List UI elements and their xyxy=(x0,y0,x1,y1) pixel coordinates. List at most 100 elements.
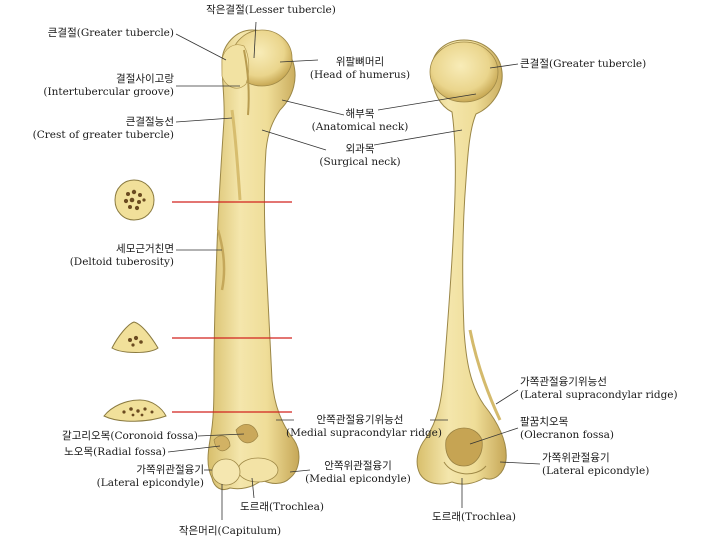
leader-head xyxy=(279,59,319,63)
label-medial-ridge-ko: 안쪽관절융기위능선 xyxy=(316,414,404,426)
leader-surgical-neck xyxy=(261,129,327,151)
posterior-head-of-humerus xyxy=(429,41,499,103)
label-anatomical-neck: 해부목 (Anatomical neck) xyxy=(300,108,420,134)
label-coronoid-fossa: 갈고리오목(Coronoid fossa) xyxy=(10,430,198,443)
label-lateral-epicondyle-right: 가쪽위관절융기 (Lateral epicondyle) xyxy=(542,452,710,478)
leader-anatomical-neck xyxy=(281,99,345,116)
label-surgical-neck: 외과목 (Surgical neck) xyxy=(300,143,420,169)
leader-crest xyxy=(175,117,233,123)
intertubercular-groove-shape xyxy=(243,49,250,116)
coronoid-fossa-shape xyxy=(235,423,259,444)
leader-trochlea-left xyxy=(251,477,255,499)
label-lateral-epicondyle-right-en: (Lateral epicondyle) xyxy=(542,465,650,477)
cross-section-1-shape xyxy=(114,179,155,221)
label-lesser-tubercle-text: 작은결절(Lesser tubercle) xyxy=(196,4,346,17)
label-coronoid-ko: 갈고리오목 xyxy=(62,430,111,442)
label-medial-epicondyle: 안쪽위관절융기 (Medial epicondyle) xyxy=(298,460,418,486)
leader-lines xyxy=(167,21,541,520)
radial-fossa-shape xyxy=(213,435,231,452)
lateral-ridge-shading xyxy=(468,329,502,421)
label-medial-ridge-en: (Medial supracondylar ridge) xyxy=(286,427,442,439)
cross-section-3 xyxy=(103,399,167,422)
crest-shading xyxy=(230,109,242,201)
label-radial-ko: 노오목 xyxy=(64,446,94,458)
label-greater-tubercle-right: 큰결절(Greater tubercle) xyxy=(520,58,710,71)
label-greater-tubercle-right-ko: 큰결절 xyxy=(520,58,549,70)
label-olecranon-fossa: 팔꿈치오목 (Olecranon fossa) xyxy=(520,416,710,442)
label-lateral-ridge-en: (Lateral supracondylar ridge) xyxy=(520,389,678,401)
olecranon-fossa-shape xyxy=(445,427,483,467)
posterior-humerus xyxy=(416,39,507,485)
label-greater-tubercle-right-en: (Greater tubercle) xyxy=(548,58,647,70)
leader-greater-tubercle-left xyxy=(175,33,227,61)
posterior-humerus-body xyxy=(416,39,507,485)
label-trochlea-left: 도르래(Trochlea) xyxy=(240,501,360,514)
cross-section-1 xyxy=(114,179,155,221)
label-deltoid-en: (Deltoid tuberosity) xyxy=(69,256,174,268)
label-head-ko: 위팔뼈머리 xyxy=(335,56,385,68)
label-lateral-ridge-ko: 가쪽관절융기위능선 xyxy=(520,376,607,388)
label-medial-epicondyle-ko: 안쪽위관절융기 xyxy=(324,460,392,472)
leader-greater-tubercle-right xyxy=(489,63,519,69)
label-intertubercular-groove: 결절사이고랑 (Intertubercular groove) xyxy=(20,73,174,99)
label-lateral-epicondyle-left-en: (Lateral epicondyle) xyxy=(96,477,204,489)
label-greater-tubercle-left-ko: 큰결절 xyxy=(47,27,77,39)
label-capitulum-ko: 작은머리 xyxy=(178,525,218,537)
label-crest-en: (Crest of greater tubercle) xyxy=(32,129,174,141)
leader-anatomical-neck-right xyxy=(377,93,477,111)
label-lesser-tubercle: 작은결절(Lesser tubercle) xyxy=(196,4,346,17)
label-medial-epicondyle-en: (Medial epicondyle) xyxy=(305,473,411,485)
label-surgical-neck-ko: 외과목 xyxy=(345,143,375,155)
capitulum-shape xyxy=(211,458,241,486)
label-deltoid-ko: 세모근거친면 xyxy=(116,243,174,255)
cross-section-2 xyxy=(111,321,159,353)
label-crest-ko: 큰결절능선 xyxy=(125,116,174,128)
leader-lateral-epicondyle-right xyxy=(499,461,541,465)
label-head-of-humerus: 위팔뼈머리 (Head of humerus) xyxy=(300,56,420,82)
label-intertubercular-groove-ko: 결절사이고랑 xyxy=(116,73,174,85)
label-radial-fossa: 노오목(Radial fossa) xyxy=(10,446,166,459)
label-lateral-epicondyle-right-ko: 가쪽위관절융기 xyxy=(542,452,610,464)
anterior-humerus-body xyxy=(207,29,300,491)
label-deltoid-tuberosity: 세모근거친면 (Deltoid tuberosity) xyxy=(20,243,174,269)
anterior-humerus xyxy=(207,29,300,491)
label-radial-en: (Radial fossa) xyxy=(93,446,166,458)
leader-olecranon xyxy=(469,427,519,445)
label-lesser-tubercle-en: (Lesser tubercle) xyxy=(244,4,336,16)
label-surgical-neck-en: (Surgical neck) xyxy=(319,156,401,168)
leader-lesser-tubercle xyxy=(253,21,257,59)
label-trochlea-left-ko: 도르래 xyxy=(240,501,269,513)
label-medial-supracondylar-ridge: 안쪽관절융기위능선 (Medial supracondylar ridge) xyxy=(286,414,442,440)
label-olecranon-en: (Olecranon fossa) xyxy=(520,429,614,441)
label-lateral-supracondylar-ridge: 가쪽관절융기위능선 (Lateral supracondylar ridge) xyxy=(520,376,710,402)
label-greater-tubercle-left-en: (Greater tubercle) xyxy=(76,27,174,39)
label-lateral-epicondyle-left: 가쪽위관절융기 (Lateral epicondyle) xyxy=(20,464,204,490)
label-anatomical-neck-en: (Anatomical neck) xyxy=(311,121,409,133)
leader-medial-epicondyle xyxy=(289,469,311,473)
label-anatomical-neck-ko: 해부목 xyxy=(345,108,375,120)
label-head-en: (Head of humerus) xyxy=(309,69,411,81)
label-coronoid-en: (Coronoid fossa) xyxy=(110,430,198,442)
label-capitulum-en: (Capitulum) xyxy=(217,525,282,537)
leader-surgical-neck-right xyxy=(373,129,463,146)
leader-lateral-supracondylar xyxy=(495,389,519,405)
leader-radial xyxy=(167,445,221,453)
leader-coronoid xyxy=(197,433,245,437)
label-lesser-tubercle-ko: 작은결절 xyxy=(206,4,245,16)
label-olecranon-ko: 팔꿈치오목 xyxy=(520,416,569,428)
label-crest-greater-tubercle: 큰결절능선 (Crest of greater tubercle) xyxy=(20,116,174,142)
trochlea-shape-left xyxy=(237,457,279,483)
label-trochlea-right: 도르래(Trochlea) xyxy=(432,511,552,524)
label-trochlea-right-en: (Trochlea) xyxy=(460,511,516,523)
label-trochlea-left-en: (Trochlea) xyxy=(268,501,324,513)
posterior-trochlea-shape xyxy=(443,461,487,475)
label-lateral-epicondyle-left-ko: 가쪽위관절융기 xyxy=(136,464,204,476)
label-intertubercular-groove-en: (Intertubercular groove) xyxy=(43,86,174,98)
label-trochlea-right-ko: 도르래 xyxy=(432,511,461,523)
label-greater-tubercle-left: 큰결절(Greater tubercle) xyxy=(20,27,174,40)
label-capitulum: 작은머리(Capitulum) xyxy=(160,525,300,538)
cross-section-3-shape xyxy=(103,399,167,422)
deltoid-tuberosity-shape xyxy=(216,229,226,291)
